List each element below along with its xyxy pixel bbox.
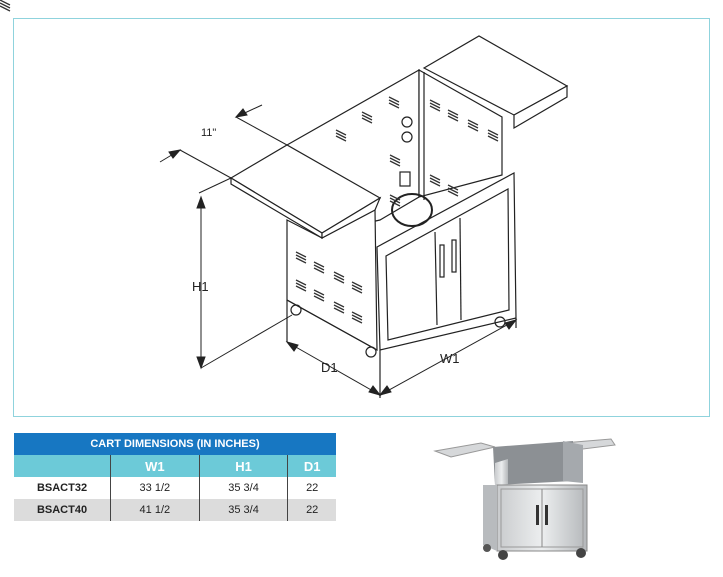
model-cell: BSACT40 — [14, 499, 111, 521]
d1-cell: 22 — [287, 499, 336, 521]
table-title: CART DIMENSIONS (IN INCHES) — [14, 433, 336, 455]
cart-line-drawing: 11" H1 D1 W1 — [0, 0, 569, 398]
col-header: D1 — [287, 455, 336, 477]
back-right-wall — [418, 68, 503, 198]
h1-cell: 35 3/4 — [198, 499, 288, 521]
table-header: W1 H1 D1 — [14, 455, 336, 477]
width-label: W1 — [440, 351, 460, 366]
shelf-depth-label: 11" — [201, 127, 216, 139]
model-cell: BSACT32 — [14, 477, 111, 499]
table-row: BSACT32 33 1/2 35 3/4 22 — [14, 477, 336, 499]
h1-cell: 35 3/4 — [198, 477, 288, 499]
height-label: H1 — [192, 279, 209, 294]
col-header — [14, 455, 111, 477]
d1-cell: 22 — [287, 477, 336, 499]
vents — [0, 0, 499, 324]
diagram-frame — [13, 18, 710, 417]
cart-dimensions-table: CART DIMENSIONS (IN INCHES) W1 H1 D1 BSA… — [14, 433, 336, 521]
cart-product-photo — [433, 438, 616, 560]
depth-label: D1 — [321, 360, 338, 375]
table-row: BSACT40 41 1/2 35 3/4 22 — [14, 499, 336, 521]
door-handle — [439, 244, 445, 278]
w1-cell: 41 1/2 — [110, 499, 200, 521]
wheel — [290, 304, 302, 316]
w1-cell: 33 1/2 — [110, 477, 200, 499]
col-header: W1 — [110, 455, 200, 477]
wheel — [494, 316, 506, 328]
door-handle — [451, 239, 457, 273]
col-header: H1 — [198, 455, 288, 477]
wheel — [365, 346, 377, 358]
